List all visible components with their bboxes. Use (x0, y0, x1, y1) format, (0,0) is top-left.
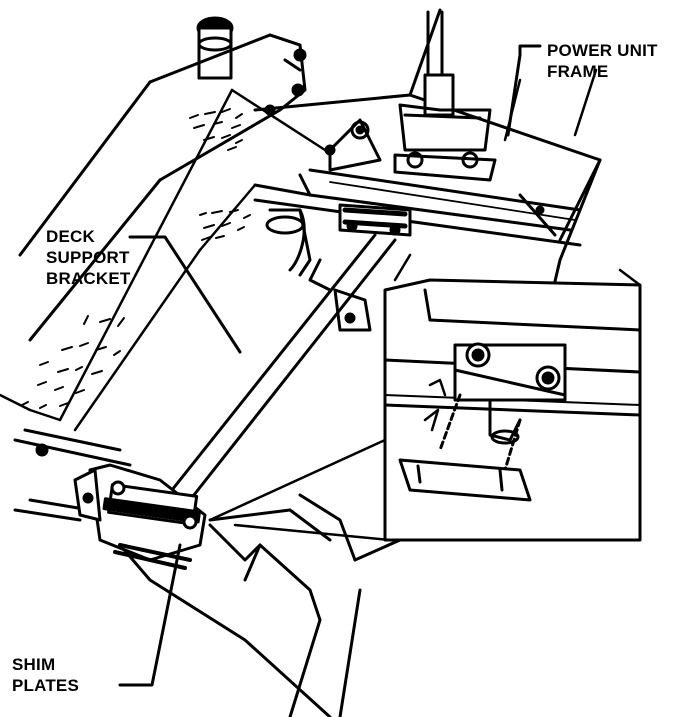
leader-shim-plates (118, 543, 182, 687)
cross-beam (253, 168, 582, 247)
power-unit-frame-line-2: FRAME (547, 62, 609, 81)
deck-support-bracket-line-1: DECK (46, 227, 95, 246)
shim-block-assembly (73, 463, 207, 570)
lower-frame (13, 428, 402, 717)
deck-support-bracket-line-3: BRACKET (46, 269, 131, 288)
leader-power-unit-frame (506, 44, 542, 137)
deck-panel (0, 88, 327, 432)
upper-linkage (324, 73, 497, 182)
center-bracket (265, 203, 412, 332)
hydraulic-post (196, 16, 234, 80)
deck-support-bracket-line-2: SUPPORT (46, 248, 130, 267)
leader-deck-support-bracket (128, 235, 242, 354)
diamond-plate-pattern (21, 108, 251, 409)
shim-plates-line-1: SHIM (12, 655, 56, 674)
shim-plates-line-2: PLATES (12, 676, 80, 695)
power-unit-frame-label: POWER UNIT FRAME (547, 40, 658, 82)
power-unit-frame-line-1: POWER UNIT (547, 41, 658, 60)
leader-lines (118, 44, 542, 687)
shim-plates-label: SHIM PLATES (12, 654, 79, 696)
deck-support-bracket-label: DECK SUPPORT BRACKET (46, 226, 131, 289)
detail-inset (208, 253, 642, 542)
rod (166, 233, 397, 502)
